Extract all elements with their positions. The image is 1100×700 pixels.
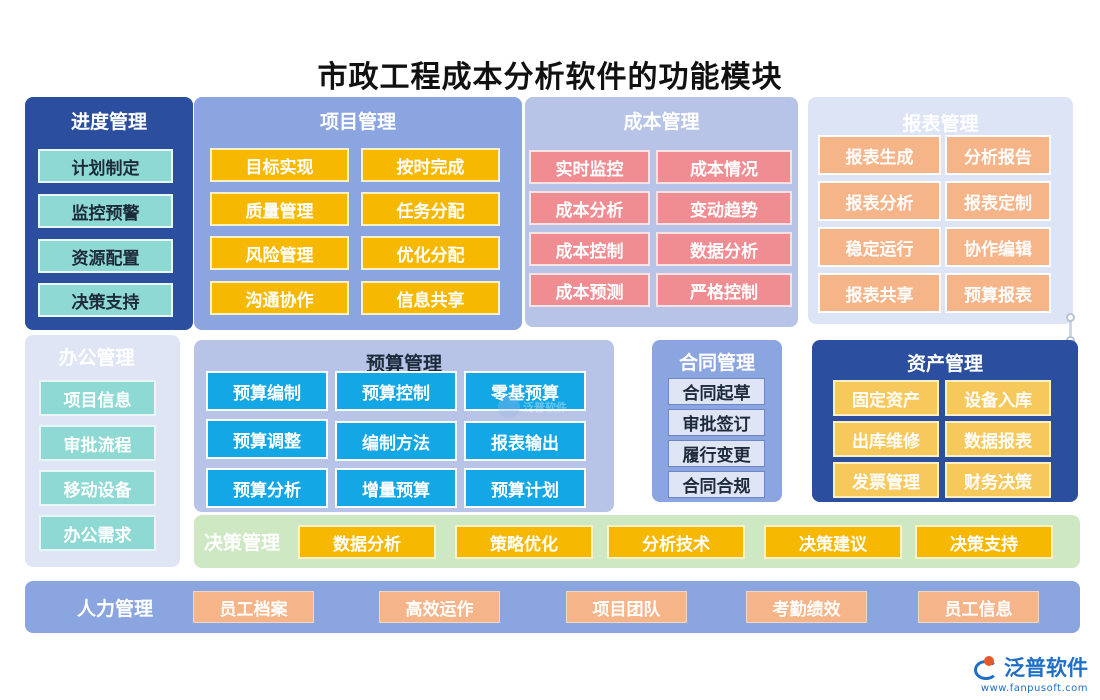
connector-line — [1069, 318, 1072, 342]
module-item[interactable]: 预算调整 — [206, 419, 328, 459]
panel-title: 决策管理 — [204, 532, 281, 554]
module-item[interactable]: 分析报告 — [945, 135, 1051, 175]
module-item[interactable]: 预算计划 — [464, 468, 586, 508]
module-item[interactable]: 变动趋势 — [656, 191, 792, 225]
module-item[interactable]: 设备入库 — [945, 380, 1051, 416]
page-title: 市政工程成本分析软件的功能模块 — [317, 60, 783, 95]
brand-logo: 泛普软件 www.fanpusoft.com — [974, 652, 1088, 694]
module-item[interactable]: 发票管理 — [833, 462, 939, 498]
panel-title: 人力管理 — [77, 598, 154, 620]
brand-logo-icon — [974, 656, 1000, 680]
module-item[interactable]: 报表定制 — [945, 181, 1051, 221]
module-item[interactable]: 编制方法 — [335, 421, 457, 461]
project-management-panel: 项目管理 目标实现 按时完成 质量管理 任务分配 风险管理 优化分配 沟通协作 … — [194, 97, 522, 330]
module-item[interactable]: 高效运作 — [379, 591, 500, 623]
module-item[interactable]: 实时监控 — [529, 150, 650, 184]
panel-title: 资产管理 — [906, 353, 983, 375]
module-item[interactable]: 数据分析 — [656, 232, 792, 266]
module-item[interactable]: 协作编辑 — [945, 227, 1051, 267]
module-item[interactable]: 审批签订 — [668, 409, 765, 436]
module-item[interactable]: 固定资产 — [833, 380, 939, 416]
report-management-panel: 报表管理 报表生成 分析报告 报表分析 报表定制 稳定运行 协作编辑 报表共享 … — [808, 97, 1073, 324]
module-item[interactable]: 数据分析 — [298, 525, 436, 559]
brand-url: www.fanpusoft.com — [980, 683, 1088, 694]
module-item[interactable]: 增量预算 — [335, 468, 457, 508]
module-item[interactable]: 目标实现 — [210, 148, 349, 182]
watermark-logo-icon — [498, 396, 520, 418]
module-item[interactable]: 报表生成 — [818, 135, 941, 175]
module-item[interactable]: 成本控制 — [529, 232, 650, 266]
module-item[interactable]: 严格控制 — [656, 273, 792, 307]
module-item[interactable]: 监控预警 — [38, 194, 173, 228]
panel-title: 办公管理 — [58, 347, 135, 369]
module-item[interactable]: 成本预测 — [529, 273, 650, 307]
module-item[interactable]: 审批流程 — [39, 425, 156, 461]
budget-management-panel: 预算管理 预算编制 预算控制 零基预算 预算调整 编制方法 报表输出 预算分析 … — [194, 340, 614, 512]
module-item[interactable]: 成本情况 — [656, 150, 792, 184]
module-item[interactable]: 合同合规 — [668, 471, 765, 498]
module-item[interactable]: 项目团队 — [566, 591, 687, 623]
connector-dot — [1066, 313, 1075, 322]
module-item[interactable]: 报表分析 — [818, 181, 941, 221]
module-item[interactable]: 分析技术 — [607, 525, 745, 559]
module-item[interactable]: 数据报表 — [945, 421, 1051, 457]
office-management-panel: 办公管理 项目信息 审批流程 移动设备 办公需求 — [25, 335, 180, 567]
contract-management-panel: 合同管理 合同起草 审批签订 履行变更 合同合规 — [652, 340, 782, 502]
module-item[interactable]: 员工档案 — [193, 591, 314, 623]
module-item[interactable]: 财务决策 — [945, 462, 1051, 498]
module-item[interactable]: 成本分析 — [529, 191, 650, 225]
panel-title: 项目管理 — [319, 111, 396, 133]
module-item[interactable]: 项目信息 — [39, 380, 156, 416]
module-item[interactable]: 信息共享 — [361, 281, 500, 315]
module-item[interactable]: 零基预算 — [464, 371, 586, 411]
module-item[interactable]: 出库维修 — [833, 421, 939, 457]
module-item[interactable]: 决策支持 — [915, 525, 1053, 559]
module-item[interactable]: 预算报表 — [945, 273, 1051, 313]
watermark-text: 泛普软件 — [523, 401, 567, 414]
module-item[interactable]: 决策支持 — [38, 283, 173, 317]
watermark: 泛普软件 — [498, 396, 567, 418]
module-item[interactable]: 风险管理 — [210, 236, 349, 270]
panel-title: 成本管理 — [623, 111, 700, 133]
module-item[interactable]: 报表输出 — [464, 421, 586, 461]
module-item[interactable]: 移动设备 — [39, 470, 156, 506]
module-item[interactable]: 沟通协作 — [210, 281, 349, 315]
brand-name: 泛普软件 — [1004, 656, 1088, 680]
panel-title: 报表管理 — [902, 113, 979, 135]
module-item[interactable]: 优化分配 — [361, 236, 500, 270]
decision-management-panel: 决策管理 数据分析 策略优化 分析技术 决策建议 决策支持 — [194, 515, 1080, 568]
module-item[interactable]: 办公需求 — [39, 515, 156, 551]
module-item[interactable]: 预算控制 — [335, 371, 457, 411]
module-item[interactable]: 员工信息 — [918, 591, 1039, 623]
module-item[interactable]: 决策建议 — [764, 525, 902, 559]
module-item[interactable]: 资源配置 — [38, 239, 173, 273]
hr-management-panel: 人力管理 员工档案 高效运作 项目团队 考勤绩效 员工信息 — [25, 581, 1080, 633]
panel-title: 进度管理 — [70, 111, 147, 133]
panel-title: 预算管理 — [365, 353, 442, 375]
module-item[interactable]: 质量管理 — [210, 192, 349, 226]
module-item[interactable]: 稳定运行 — [818, 227, 941, 267]
module-item[interactable]: 预算编制 — [206, 371, 328, 411]
module-item[interactable]: 预算分析 — [206, 468, 328, 508]
module-item[interactable]: 报表共享 — [818, 273, 941, 313]
module-item[interactable]: 计划制定 — [38, 149, 173, 183]
module-item[interactable]: 合同起草 — [668, 378, 765, 405]
panel-title: 合同管理 — [678, 352, 755, 374]
asset-management-panel: 资产管理 固定资产 设备入库 出库维修 数据报表 发票管理 财务决策 — [812, 340, 1078, 502]
module-item[interactable]: 履行变更 — [668, 440, 765, 467]
progress-management-panel: 进度管理 计划制定 监控预警 资源配置 决策支持 — [25, 97, 193, 330]
cost-management-panel: 成本管理 实时监控 成本情况 成本分析 变动趋势 成本控制 数据分析 成本预测 … — [525, 97, 798, 327]
module-item[interactable]: 考勤绩效 — [746, 591, 867, 623]
module-item[interactable]: 策略优化 — [455, 525, 593, 559]
module-item[interactable]: 按时完成 — [361, 148, 500, 182]
module-item[interactable]: 任务分配 — [361, 192, 500, 226]
